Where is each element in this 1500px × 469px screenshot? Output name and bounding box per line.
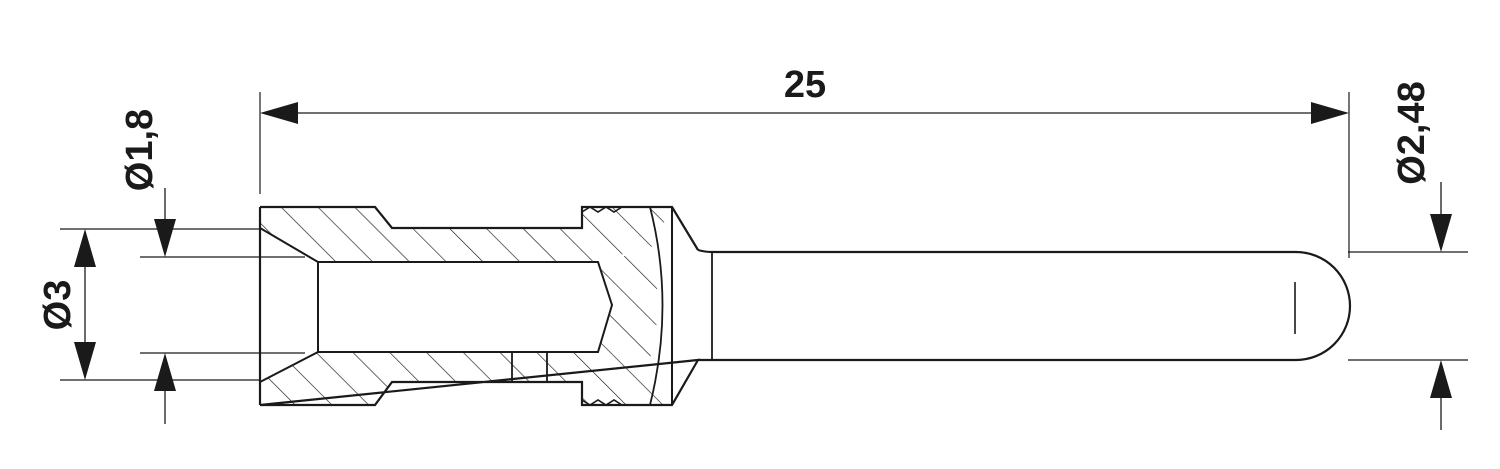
- dimension-outer-diameter: Ø3: [37, 228, 260, 381]
- tip-diameter-label: Ø2,48: [1391, 81, 1433, 185]
- arrow-down-icon: [154, 219, 176, 257]
- arrow-down-icon: [74, 342, 96, 380]
- top-wall-hatch: [260, 207, 672, 262]
- crimp-sleeve-section: [258, 205, 701, 407]
- collar-groove-bottom: [581, 399, 623, 406]
- arrow-left-icon: [260, 102, 298, 124]
- length-label: 25: [784, 64, 826, 106]
- pin-shaft: [697, 248, 1352, 362]
- arrow-up-icon: [154, 353, 176, 391]
- outer-diameter-label: Ø3: [37, 280, 79, 331]
- sleeve-rear-curve: [649, 206, 664, 406]
- arrow-up-icon: [1430, 360, 1452, 398]
- bottom-wall-hatch: [260, 352, 672, 405]
- collar-groove-top: [581, 206, 623, 213]
- dimension-length: 25: [259, 64, 1350, 258]
- arrow-up-icon: [74, 229, 96, 267]
- pin-outline: [697, 248, 1352, 362]
- arrow-right-icon: [1311, 102, 1349, 124]
- bore-diameter-label: Ø1,8: [119, 109, 161, 191]
- dimension-tip-diameter: Ø2,48: [1348, 81, 1468, 430]
- arrow-down-icon: [1430, 214, 1452, 252]
- rear-wall-hatch: [598, 250, 660, 360]
